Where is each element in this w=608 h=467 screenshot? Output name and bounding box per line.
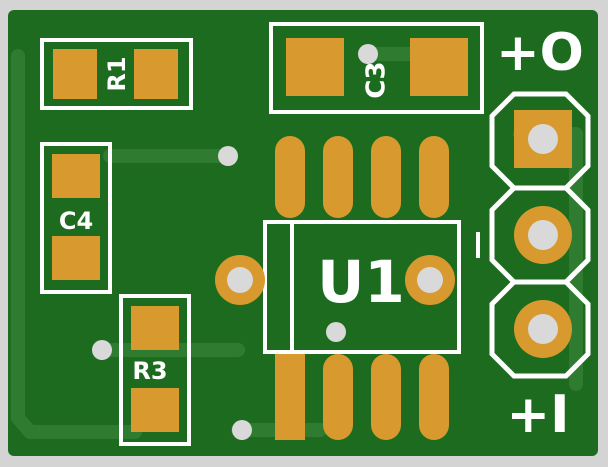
connector-hole-2 [528,220,558,250]
c4-pad-1 [52,154,100,198]
u1-outline [263,220,461,354]
c3-label: C3 [362,61,392,98]
r1-pad-2 [134,49,178,99]
capacitor-c4: C4 [40,142,112,294]
u1-label: U1 [317,248,404,316]
via-4 [326,322,346,342]
r3-outline [119,294,191,446]
via-5 [358,44,378,64]
u1-top-pins [275,136,449,218]
c4-pad-2 [52,236,100,280]
r1-pad-1 [53,49,97,99]
u1-bottom-pins [275,354,449,440]
resistor-r3: R3 [119,294,191,446]
via-2 [92,340,112,360]
label-pos-i: +I [507,385,570,445]
c4-outline [40,142,112,294]
via-3 [232,420,252,440]
r3-pad-2 [131,388,179,432]
c4-label: C4 [59,207,93,235]
connector-hole-3 [528,314,558,344]
r3-pad-1 [131,306,179,350]
connector-outline-3 [489,279,591,379]
c3-pad-1 [286,38,344,96]
r3-label: R3 [132,357,167,385]
trace-left [11,49,142,439]
r1-outline [40,38,193,110]
via-1 [218,146,238,166]
u1-bottom-pin-3 [371,354,401,440]
label-pos-o: +O [496,23,584,83]
u1-right-mount-hole [417,267,443,293]
u1-bottom-pin-2 [323,354,353,440]
u1-top-pin-4 [419,136,449,218]
vias [92,44,378,440]
r1-label: R1 [103,56,131,91]
c3-outline [269,22,484,114]
u1-top-pin-3 [371,136,401,218]
u1-top-pin-2 [323,136,353,218]
u1-left-mount-hole [227,267,253,293]
connector-hole-1 [528,124,558,154]
connector-header [489,91,591,379]
resistor-r1: R1 [40,38,193,110]
c3-pad-2 [410,38,468,96]
u1-bottom-pin-4 [419,354,449,440]
ic-u1: U1 [215,136,480,440]
capacitor-c3: C3 [269,22,484,114]
u1-bottom-pin-1 [275,354,305,440]
u1-top-pin-1 [275,136,305,218]
